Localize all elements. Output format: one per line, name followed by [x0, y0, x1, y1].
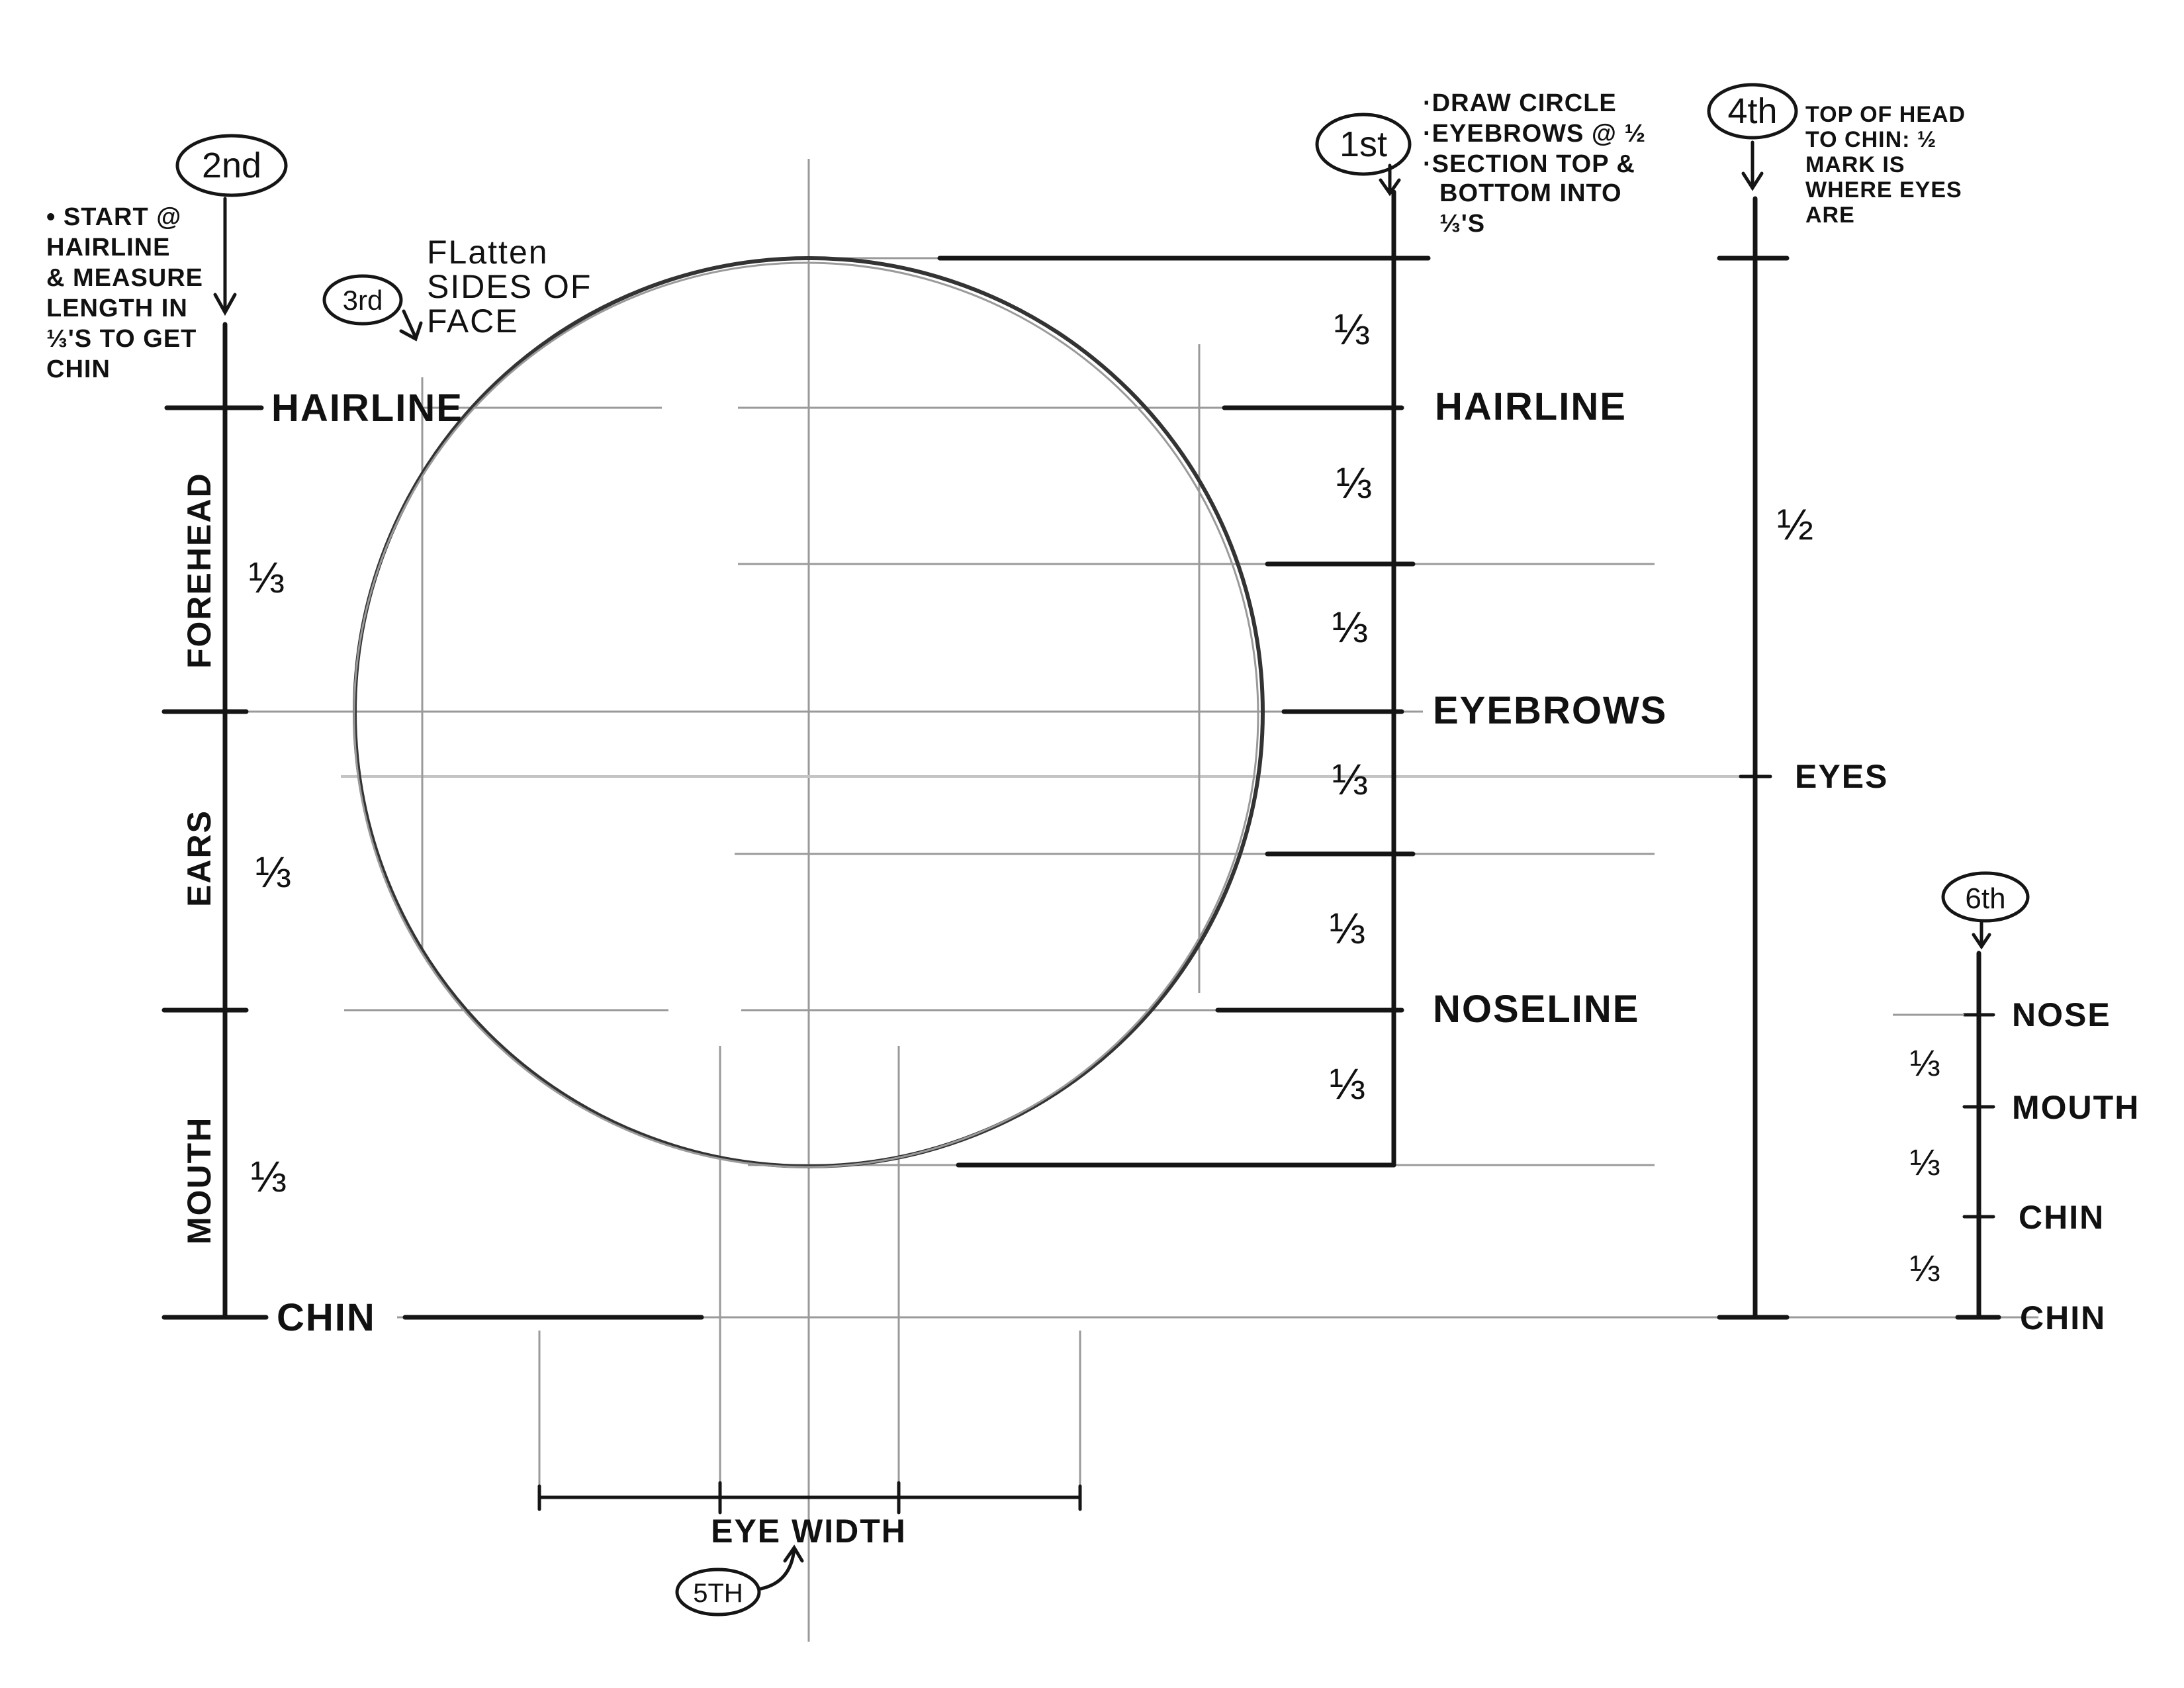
- sixth-mouth-label: MOUTH: [2012, 1089, 2140, 1126]
- first-noseline-label: NOSELINE: [1433, 988, 1640, 1031]
- left-fraction-forehead: ⅓: [248, 553, 285, 602]
- note-2nd-line-1: • START @: [46, 203, 181, 231]
- first-hairline-label: HAIRLINE: [1435, 385, 1627, 428]
- note-2nd-line-5: ⅓'S TO GET: [46, 325, 197, 353]
- badge-ring-3rd: [322, 274, 403, 326]
- sixth-chin-label: CHIN: [2019, 1199, 2105, 1236]
- left-ruler-labels: HAIRLINE CHIN FOREHEAD EARS MOUTH ⅓ ⅓ ⅓: [181, 387, 463, 1339]
- first-eyebrows-label: EYEBROWS: [1433, 689, 1667, 732]
- fourth-eyes-label: EYES: [1795, 758, 1888, 795]
- note-1st-line-3: ·SECTION TOP &: [1423, 150, 1635, 178]
- first-fraction-1: ⅓: [1334, 305, 1370, 353]
- badge-ring-6th: [1941, 871, 2030, 923]
- note-4th-line-2: TO CHIN: ½: [1805, 127, 1936, 152]
- note-4th-line-4: WHERE EYES: [1805, 177, 1962, 203]
- note-4th-line-1: TOP OF HEAD: [1805, 102, 1966, 127]
- badge-4th: 4th: [1727, 91, 1777, 131]
- sixth-fraction-2: ⅓: [1909, 1141, 1940, 1183]
- arrow-1st-icon: [1379, 164, 1401, 197]
- arrow-3rd-icon: [399, 309, 423, 342]
- note-3rd: FLatten SIDES OF FACE: [427, 234, 592, 340]
- first-fraction-5: ⅓: [1329, 904, 1365, 953]
- left-fraction-ears: ⅓: [255, 847, 291, 896]
- arrows: [213, 140, 1991, 1591]
- section-forehead-label: FOREHEAD: [181, 472, 218, 669]
- note-1st-line-1: ·DRAW CIRCLE: [1423, 89, 1617, 117]
- note-4th-line-3: MARK IS: [1805, 152, 1905, 177]
- note-1st: ·DRAW CIRCLE ·EYEBROWS @ ½ ·SECTION TOP …: [1423, 89, 1646, 238]
- fourth-ruler-labels: ½ EYES: [1777, 500, 1888, 795]
- note-1st-line-4: BOTTOM INTO: [1439, 179, 1622, 207]
- first-fraction-2: ⅓: [1336, 458, 1372, 507]
- arrow-4th-icon: [1741, 140, 1764, 191]
- sixth-nose-label: NOSE: [2012, 996, 2111, 1033]
- left-chin-label: CHIN: [277, 1296, 376, 1339]
- first-fraction-4: ⅓: [1332, 755, 1368, 804]
- note-2nd-line-2: HAIRLINE: [46, 234, 170, 261]
- note-1st-line-5: ⅓'S: [1439, 210, 1485, 238]
- first-fraction-3: ⅓: [1332, 602, 1368, 651]
- note-3rd-line-3: FACE: [427, 303, 519, 340]
- left-fraction-mouth: ⅓: [250, 1152, 287, 1201]
- measure-lines: [161, 189, 2001, 1515]
- note-2nd-line-6: CHIN: [46, 355, 111, 383]
- badge-ring-5th: [675, 1568, 761, 1617]
- step-badges: 2nd 3rd 1st 4th 5TH 6th: [175, 83, 2030, 1617]
- arrow-5th-icon: [759, 1544, 804, 1591]
- first-fraction-6: ⅓: [1329, 1059, 1365, 1108]
- sixth-fraction-1: ⅓: [1909, 1042, 1940, 1084]
- note-4th-line-5: ARE: [1805, 203, 1855, 228]
- left-hairline-label: HAIRLINE: [271, 387, 463, 430]
- head-circle-sketch: [353, 261, 1259, 1168]
- note-3rd-line-1: FLatten: [427, 234, 549, 271]
- arrow-6th-icon: [1972, 921, 1991, 950]
- eye-width-label: EYE WIDTH: [711, 1513, 907, 1550]
- note-2nd-line-4: LENGTH IN: [46, 295, 188, 322]
- fourth-fraction-half: ½: [1777, 500, 1813, 549]
- badge-ring-2nd: [175, 134, 288, 197]
- badge-2nd: 2nd: [202, 146, 261, 185]
- badge-6th: 6th: [1965, 882, 2005, 915]
- first-ruler-labels: ⅓ ⅓ ⅓ ⅓ ⅓ ⅓ HAIRLINE EYEBROWS NOSELINE: [1329, 305, 1667, 1108]
- badge-3rd: 3rd: [343, 285, 383, 316]
- badge-ring-1st: [1315, 113, 1412, 176]
- sixth-base-chin-label: CHIN: [2020, 1299, 2106, 1336]
- section-ears-label: EARS: [181, 810, 218, 907]
- badge-5th: 5TH: [693, 1579, 743, 1608]
- note-1st-line-2: ·EYEBROWS @ ½: [1423, 120, 1646, 148]
- sixth-ruler-labels: NOSE MOUTH CHIN CHIN ⅓ ⅓ ⅓: [1909, 996, 2140, 1336]
- note-3rd-line-2: SIDES OF: [427, 268, 592, 305]
- note-2nd-line-3: & MEASURE: [46, 264, 203, 292]
- badge-1st: 1st: [1340, 124, 1387, 164]
- note-4th: TOP OF HEAD TO CHIN: ½ MARK IS WHERE EYE…: [1805, 102, 1966, 228]
- arrow-2nd-icon: [213, 197, 237, 316]
- construction-guides: [238, 159, 2038, 1642]
- note-2nd: • START @ HAIRLINE & MEASURE LENGTH IN ⅓…: [46, 203, 203, 383]
- section-mouth-label: MOUTH: [181, 1117, 218, 1244]
- badge-ring-4th: [1707, 83, 1798, 140]
- sixth-fraction-3: ⅓: [1909, 1247, 1940, 1289]
